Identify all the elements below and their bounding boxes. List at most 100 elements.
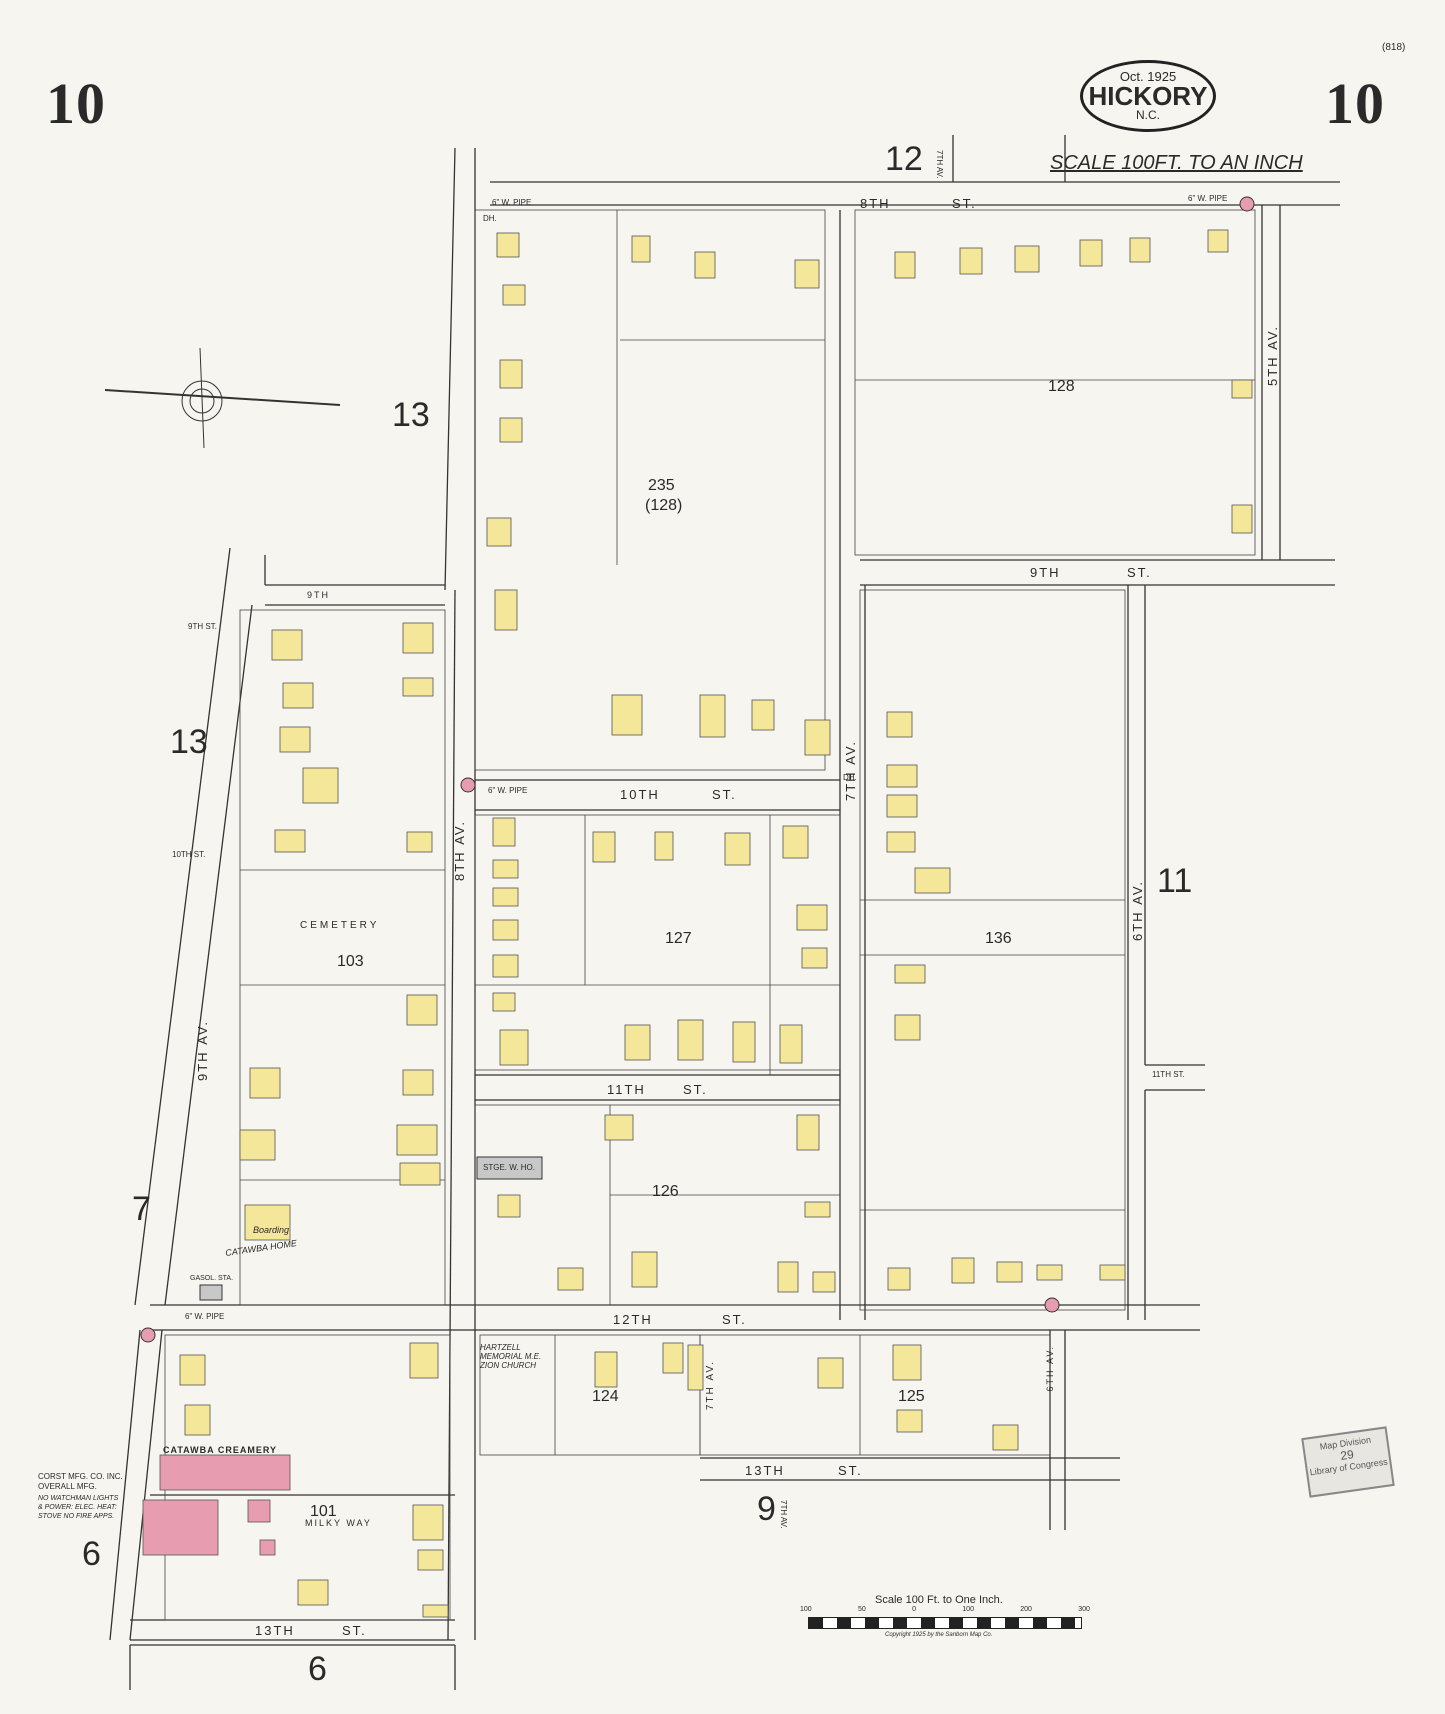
street-st-12th: ST.	[722, 1312, 747, 1327]
street-st-10th: ST.	[712, 787, 737, 802]
street-13th-left: 13TH	[255, 1623, 295, 1638]
dwellings	[179, 229, 1253, 1618]
block-136: 136	[985, 930, 1012, 947]
street-av-label: AV.	[195, 1020, 210, 1045]
block-128: 128	[1048, 378, 1075, 395]
block-103: 103	[337, 953, 364, 970]
scale-tick: 300	[1078, 1606, 1090, 1613]
gasoline-station-label: GASOL. STA.	[190, 1275, 234, 1282]
adjacent-sheet-right: 11	[1157, 862, 1193, 900]
scale-bottom-title: Scale 100 Ft. to One Inch.	[875, 1594, 1003, 1606]
block-127: 127	[665, 930, 692, 947]
adjacent-sheet-bottom: 6	[308, 1650, 327, 1688]
street-7th-av-small: 7TH AV.	[935, 150, 944, 179]
street-10th-st-small: 10TH ST.	[172, 850, 206, 859]
street-st-13th-right: ST.	[838, 1463, 863, 1478]
water-pipe-label-right: 6" W. PIPE	[1188, 194, 1228, 203]
storage-buildings	[199, 1156, 543, 1301]
street-9th-av: 9TH AV.	[195, 1020, 210, 1081]
block-128-old: (128)	[645, 497, 683, 514]
adjacent-sheet-bottom-center: 9	[757, 1490, 776, 1528]
block-126: 126	[652, 1183, 679, 1200]
corst-mfg-label: CORST MFG. CO. INC.	[38, 1472, 123, 1481]
corst-fire-note: NO WATCHMAN LIGHTS & POWER: ELEC. HEAT: …	[38, 1495, 119, 1520]
street-5th-av: 5TH AV.	[1265, 325, 1280, 386]
catalog-mark: (818)	[1382, 42, 1406, 53]
street-av-label: AV.	[452, 820, 467, 845]
water-pipe-label-12th: 6" W. PIPE	[185, 1312, 225, 1321]
sheet-number-right: 10	[1325, 71, 1385, 136]
title-state: N.C.	[1136, 108, 1160, 122]
street-6th-label: 6TH	[1045, 1368, 1055, 1392]
water-pipe-label-top: 6" W. PIPE	[492, 198, 532, 207]
street-6th-av: 6TH AV.	[1130, 880, 1145, 941]
scale-bar	[808, 1617, 1082, 1629]
street-8th-av: 8TH AV.	[452, 820, 467, 881]
title-cartouche: Oct. 1925 HICKORY N.C.	[1080, 60, 1216, 132]
street-11th-st-small: 11TH ST.	[1152, 1070, 1185, 1079]
catawba-creamery-label: CATAWBA CREAMERY	[163, 1445, 277, 1455]
street-9th-label: 9TH	[195, 1050, 210, 1081]
block-235: 235	[648, 477, 675, 494]
scale-tick: 100	[962, 1606, 974, 1613]
street-8th-top: 8TH	[860, 196, 891, 211]
library-stamp: Map Division 29 Library of Congress	[1301, 1426, 1395, 1498]
overall-mfg-label: OVERALL MFG.	[38, 1482, 97, 1491]
street-13th-right: 13TH	[745, 1463, 785, 1478]
title-city: HICKORY	[1088, 81, 1208, 111]
street-6th-av-lower: 6TH AV.	[1045, 1345, 1055, 1392]
street-7th-av-bottom: 7TH AV.	[779, 1500, 788, 1529]
street-9th-left: 9TH	[307, 590, 331, 600]
scale-note-top: SCALE 100FT. TO AN INCH	[1050, 152, 1303, 174]
block-124: 124	[592, 1388, 619, 1405]
street-st-11th: ST.	[683, 1082, 708, 1097]
water-pipe-label-10th: 6" W. PIPE	[488, 786, 528, 795]
street-7th-label: 7TH	[705, 1385, 716, 1411]
scale-tick: 200	[1020, 1606, 1032, 1613]
block-101: 101	[310, 1503, 337, 1520]
storage-warehouse-label: STGE. W. HO.	[483, 1163, 536, 1172]
street-6th-label: 6TH	[1130, 910, 1145, 941]
street-av-label: AV.	[705, 1360, 716, 1381]
compass-rose	[104, 347, 341, 449]
street-st-top: ST.	[952, 196, 977, 211]
scale-ticks: 100 50 0 100 200 300	[800, 1606, 1090, 1613]
hartzell-church-label: HARTZELL MEMORIAL M.E. ZION CHURCH	[480, 1343, 542, 1370]
cemetery-label: CEMETERY	[300, 920, 380, 931]
street-av-label: AV.	[1265, 325, 1280, 350]
street-milky-way: MILKY WAY	[305, 1518, 372, 1528]
street-av-label: AV.	[843, 740, 858, 765]
street-9th-st-small: 9TH ST.	[188, 622, 217, 631]
street-10th: 10TH	[620, 787, 660, 802]
copyright-note: Copyright 1925 by the Sanborn Map Co.	[885, 1632, 993, 1638]
brick-buildings	[142, 1454, 291, 1556]
adjacent-sheet-left-upper: 13	[392, 396, 430, 434]
dh-label-10th: DH.	[843, 773, 857, 782]
boarding-label: Boarding	[253, 1225, 290, 1235]
scale-tick: 100	[800, 1606, 812, 1613]
adjacent-sheet-top: 12	[885, 140, 923, 178]
hydrant-markers	[140, 196, 1255, 1343]
street-11th: 11TH	[607, 1082, 646, 1097]
title-date: Oct. 1925	[1119, 69, 1177, 84]
block-125: 125	[898, 1388, 925, 1405]
street-8th-label: 8TH	[452, 850, 467, 881]
street-7th-av: 7TH AV.	[843, 740, 858, 801]
adjacent-sheet-left-middle: 13	[170, 723, 208, 761]
sheet-number-left: 10	[46, 71, 106, 136]
street-9th-right: 9TH	[1030, 565, 1061, 580]
scale-tick: 0	[912, 1606, 916, 1613]
street-av-label: AV.	[1130, 880, 1145, 905]
street-5th-label: 5TH	[1265, 355, 1280, 386]
street-av-label: AV.	[1045, 1345, 1055, 1365]
lot-lines	[164, 209, 1256, 1621]
street-12th: 12TH	[613, 1312, 653, 1327]
dh-label-top: DH.	[483, 214, 497, 223]
street-st-13th-left: ST.	[342, 1623, 367, 1638]
street-st-9th: ST.	[1127, 565, 1152, 580]
street-7th-av-lower: 7TH AV.	[705, 1360, 716, 1410]
street-lines	[109, 135, 1340, 1690]
scale-tick: 50	[857, 1606, 866, 1613]
adjacent-sheet-left-lower: 7	[132, 1190, 151, 1228]
